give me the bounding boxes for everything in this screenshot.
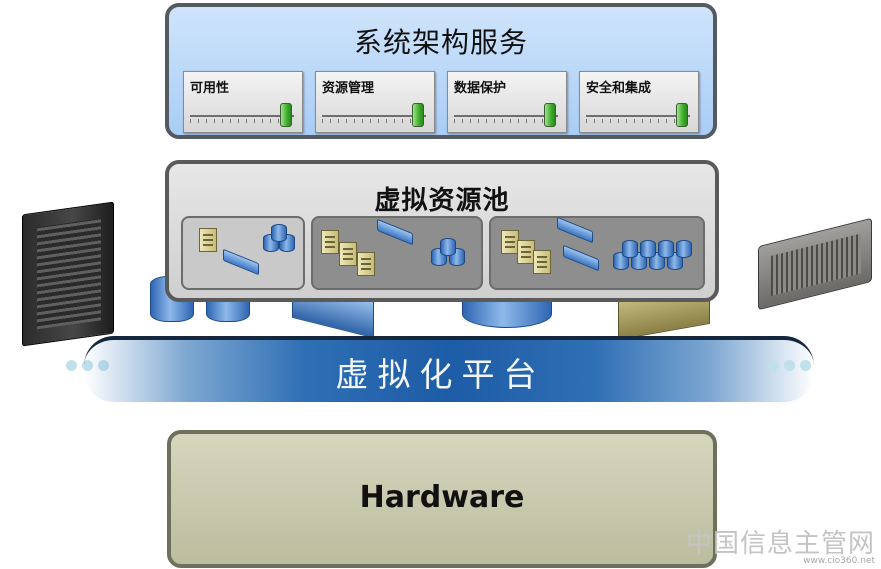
resource-group-3: [489, 216, 705, 290]
network-switch-icon: [223, 248, 259, 276]
slider-label: 数据保护: [454, 81, 507, 96]
hardware-layer: Hardware: [167, 430, 717, 568]
system-architecture-services: 系统架构服务 可用性 资源管理 数据保护 安全和集成: [165, 3, 717, 139]
storage-icon: [622, 240, 638, 258]
virtual-resource-pool: 虚拟资源池: [165, 160, 719, 302]
pool-title: 虚拟资源池: [374, 186, 510, 216]
slider-ticks: [454, 119, 558, 123]
slider-data-protection: 数据保护: [447, 71, 567, 133]
watermark-logo: 中国信息主管网: [685, 529, 875, 559]
rack-server-icon: [22, 201, 114, 347]
server-icon: [533, 250, 551, 274]
slider-availability: 可用性: [183, 71, 303, 133]
slider-track: [454, 115, 558, 117]
slider-label: 资源管理: [322, 81, 375, 96]
storage-icon: [676, 240, 692, 258]
network-switch-icon: [377, 218, 413, 246]
slider-track: [586, 115, 690, 117]
resource-group-1: [181, 216, 305, 290]
dots-decoration-right: [768, 360, 816, 374]
blade-server-icon: [758, 217, 872, 311]
server-icon: [199, 228, 217, 252]
platform-band: [84, 336, 814, 402]
slider-resource-management: 资源管理: [315, 71, 435, 133]
slider-track: [190, 115, 294, 117]
slider-ticks: [586, 119, 690, 123]
storage-icon: [440, 238, 456, 256]
slider-thumb[interactable]: [675, 103, 688, 127]
resource-group-2: [311, 216, 483, 290]
server-icon: [339, 242, 357, 266]
watermark-url: www.cio360.net: [803, 556, 875, 566]
network-switch-icon: [557, 216, 593, 244]
slider-thumb[interactable]: [279, 103, 292, 127]
slider-thumb[interactable]: [543, 103, 556, 127]
slider-label: 可用性: [190, 81, 230, 96]
slider-label: 安全和集成: [586, 81, 652, 96]
platform-title: 虚拟化平台: [335, 355, 546, 394]
network-switch-icon: [563, 244, 599, 272]
storage-icon: [271, 224, 287, 242]
services-title: 系统架构服务: [353, 26, 528, 59]
hardware-title: Hardware: [359, 480, 525, 515]
server-icon: [357, 252, 375, 276]
slider-track: [322, 115, 426, 117]
storage-icon: [640, 240, 656, 258]
storage-icon: [658, 240, 674, 258]
watermark: 中国信息主管网 www.cio360.net: [686, 523, 875, 566]
server-icon: [321, 230, 339, 254]
slider-ticks: [322, 119, 426, 123]
slider-thumb[interactable]: [411, 103, 424, 127]
slider-security-integration: 安全和集成: [579, 71, 699, 133]
virtualization-platform: 虚拟化平台: [0, 330, 881, 406]
slider-ticks: [190, 119, 294, 123]
